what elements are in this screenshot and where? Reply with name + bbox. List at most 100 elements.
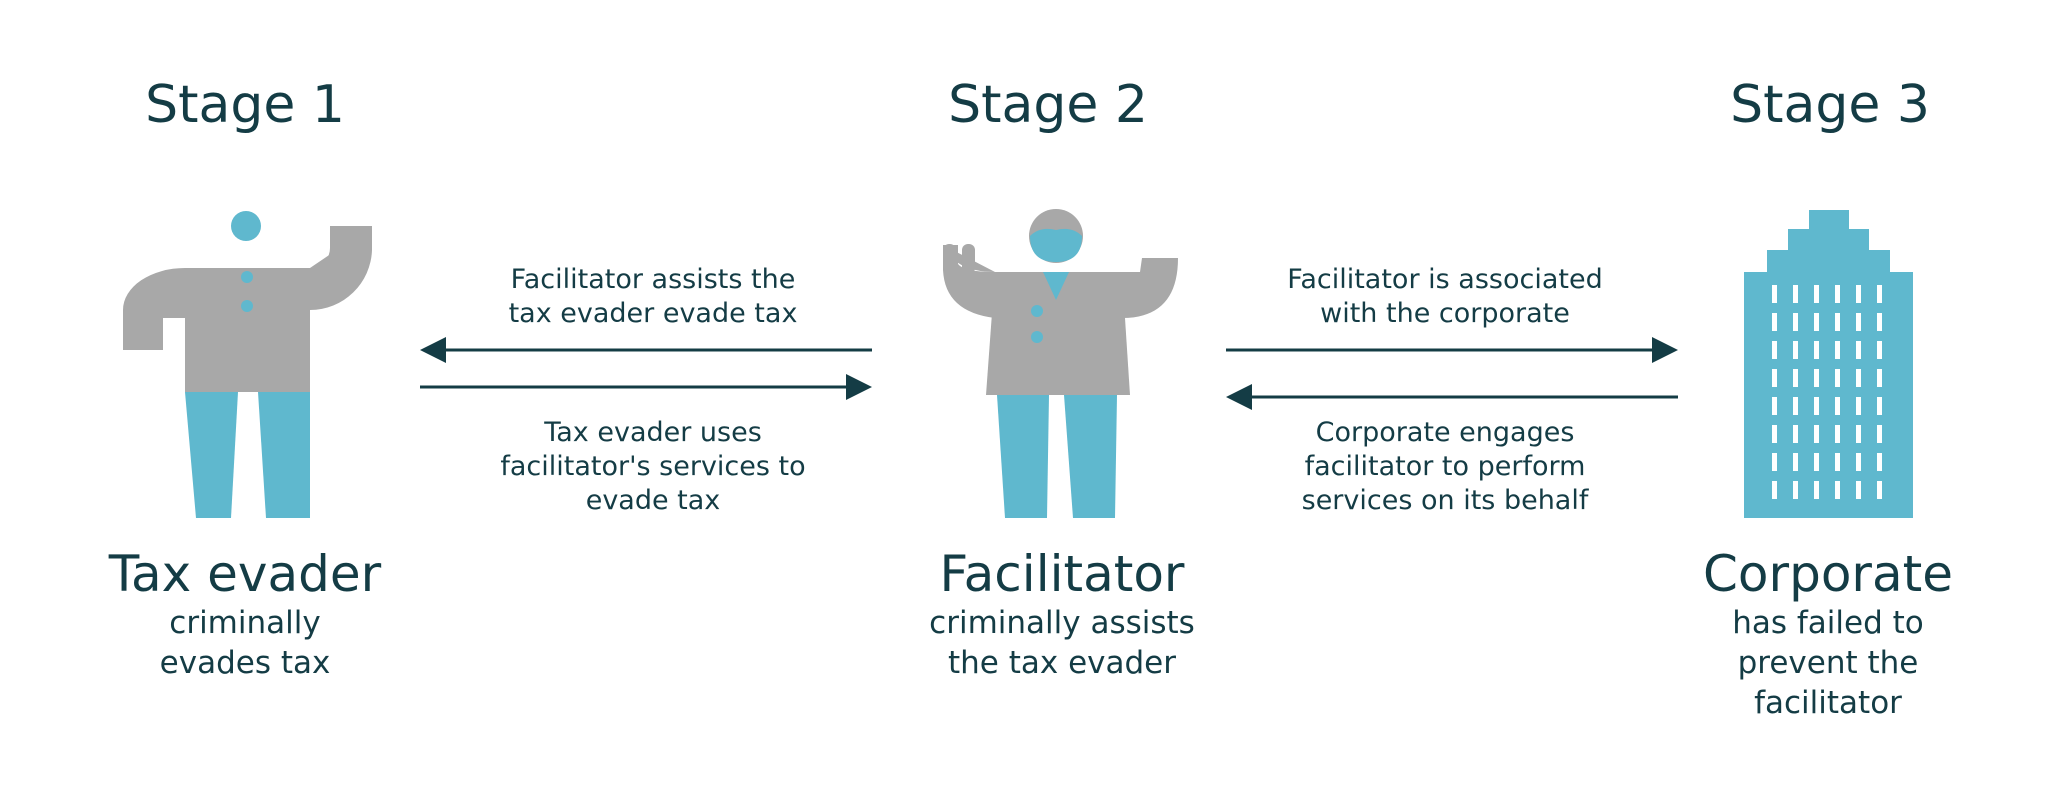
tax-evader-right-arm [310,226,372,310]
building-window [1793,425,1798,443]
tax-evader-button-2 [241,300,253,312]
tax-evader-head [231,211,261,241]
building-window [1793,341,1798,359]
building-window [1814,313,1819,331]
arrow-evader-to-facilitator [420,374,872,400]
label-line: facilitator to perform [1304,451,1586,482]
building-window [1877,481,1882,499]
facilitator-face [1030,228,1082,262]
facilitator-torso [986,272,1130,395]
building-window [1814,369,1819,387]
building-window [1793,481,1798,499]
tax-evader-name: Tax evader [108,545,382,603]
facilitator-figure [943,209,1178,518]
facilitator-collar [1043,272,1069,300]
corporate-description: has failed to prevent the facilitator [1598,603,2048,723]
label-line: with the corporate [1320,298,1570,329]
facilitator-left-finger-2 [962,244,975,274]
facilitator-left-finger-1 [943,244,956,274]
tax-evader-torso [185,268,310,392]
building-window [1877,397,1882,415]
building-window [1814,481,1819,499]
arrow-corporate-to-facilitator [1226,384,1678,410]
tax-evader-left-arm [123,268,185,350]
building-window [1856,341,1861,359]
facilitator-right-leg [1064,395,1117,518]
label-facilitator-assists: Facilitator assists the tax evader evade… [433,263,873,331]
desc-line: criminally assists [929,605,1195,641]
building-window [1856,285,1861,303]
desc-line: the tax evader [948,645,1176,681]
building-window [1814,453,1819,471]
desc-line: evades tax [159,645,331,681]
building-window [1877,285,1882,303]
stage-2-title: Stage 2 [948,75,1148,135]
desc-line: prevent the [1737,645,1919,681]
building-window [1856,453,1861,471]
building-window [1877,453,1882,471]
tax-evader-left-leg [185,392,238,518]
building-window [1856,425,1861,443]
building-window [1772,481,1777,499]
building-window [1835,313,1840,331]
building-window [1856,369,1861,387]
facilitator-left-leg [997,395,1049,518]
building-window [1814,425,1819,443]
facilitator-button-2 [1031,331,1043,343]
facilitator-right-arm [1122,258,1178,318]
stage-3-title: Stage 3 [1730,75,1930,135]
label-line: Facilitator is associated [1287,264,1603,295]
desc-line: has failed to [1732,605,1924,641]
facilitator-name: Facilitator [939,545,1185,603]
building-window [1856,313,1861,331]
building-window [1793,369,1798,387]
facilitator-description: criminally assists the tax evader [832,603,1292,683]
label-line: facilitator's services to [500,451,806,482]
building-window [1856,481,1861,499]
arrow-facilitator-to-corporate [1226,337,1678,363]
label-line: evade tax [585,485,721,516]
building-window [1877,369,1882,387]
corporate-name: Corporate [1703,545,1953,603]
label-line: Tax evader uses [544,417,762,448]
stage-1-title: Stage 1 [145,75,345,135]
building-window [1772,341,1777,359]
corporate-building-icon [1744,210,1913,518]
building-window [1772,425,1777,443]
building-window [1877,425,1882,443]
label-facilitator-associated: Facilitator is associated with the corpo… [1225,263,1665,331]
building-window [1814,341,1819,359]
building-window [1835,285,1840,303]
building-window [1772,369,1777,387]
building-windows [1772,285,1882,499]
building-window [1877,341,1882,359]
tax-evader-right-leg [258,392,310,518]
desc-line: facilitator [1754,685,1902,721]
building-window [1793,313,1798,331]
building-window [1772,285,1777,303]
building-window [1772,397,1777,415]
building-window [1835,369,1840,387]
building-window [1793,397,1798,415]
building-window [1814,397,1819,415]
building-window [1835,425,1840,443]
tax-evader-button-1 [241,271,253,283]
tax-evader-figure [123,211,372,518]
facilitator-button-1 [1031,305,1043,317]
building-window [1835,453,1840,471]
building-window [1793,453,1798,471]
label-line: Corporate engages [1315,417,1575,448]
desc-line: criminally [169,605,321,641]
label-evader-uses-services: Tax evader uses facilitator's services t… [433,416,873,518]
arrow-facilitator-to-evader [420,337,872,363]
building-body [1744,210,1913,518]
building-window [1793,285,1798,303]
building-window [1772,453,1777,471]
building-window [1835,397,1840,415]
building-window [1856,397,1861,415]
building-window [1835,481,1840,499]
label-line: tax evader evade tax [508,298,798,329]
building-window [1877,313,1882,331]
building-window [1772,313,1777,331]
